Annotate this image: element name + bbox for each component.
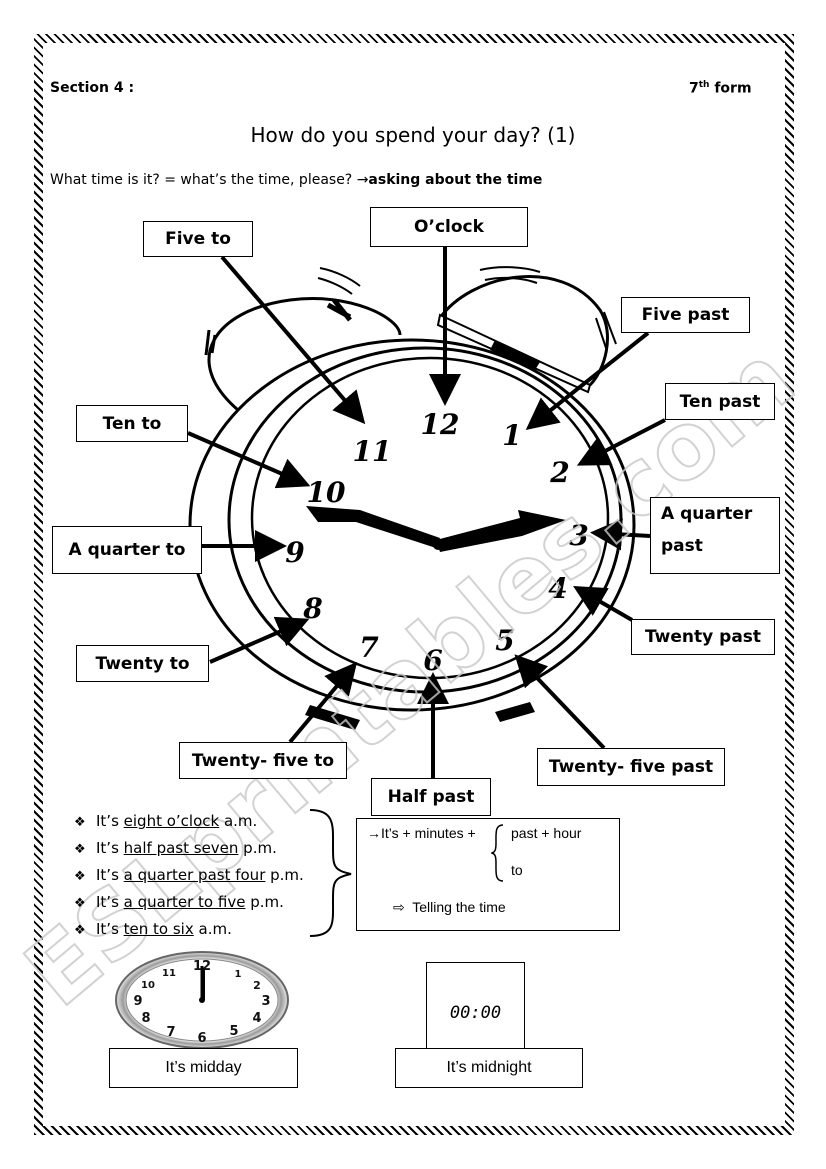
clock-number-3: 3: [569, 519, 588, 552]
hour-hand: [306, 506, 440, 548]
label-quarter-past-line2: past: [661, 536, 703, 556]
clock-number-4: 4: [548, 572, 567, 605]
clock-number-5: 5: [495, 624, 514, 657]
subtitle-note: asking about the time: [368, 172, 543, 188]
diamond-bullet-icon: ❖: [74, 896, 86, 911]
label-twenty-to: Twenty to: [76, 645, 209, 682]
label-quarter-past-line1: A quarter: [661, 504, 753, 524]
diamond-bullet-icon: ❖: [74, 869, 86, 884]
midday-clock: 12 1 2 3 4 5 6 7 8 9 10 11: [115, 951, 289, 1049]
time-rule-box: →It’s + minutes + past + hour to ⇨ Telli…: [356, 818, 620, 931]
rule-caption: ⇨ Telling the time: [393, 899, 506, 915]
digital-time: 00:00: [449, 1003, 502, 1023]
list-item: ❖It’s ten to six a.m.: [74, 916, 304, 943]
right-arrow-icon: →: [356, 172, 369, 188]
small-clock-number-11: 11: [162, 968, 176, 979]
list-item: ❖It’s eight o’clock a.m.: [74, 808, 304, 835]
label-twenty-five-past: Twenty- five past: [537, 748, 725, 786]
list-item: ❖It’s a quarter past four p.m.: [74, 862, 304, 889]
clock-number-1: 1: [502, 419, 521, 452]
left-bell: [207, 297, 402, 412]
form-word: form: [714, 80, 752, 97]
clock-number-12: 12: [421, 408, 460, 441]
small-clock-number-9: 9: [133, 994, 142, 1009]
clock-number-6: 6: [423, 644, 442, 677]
section-label: Section 4 :: [50, 80, 135, 96]
subtitle: What time is it? = what’s the time, plea…: [50, 172, 542, 188]
small-clock-number-7: 7: [166, 1025, 175, 1040]
small-clock-number-5: 5: [229, 1024, 238, 1039]
rule-formula: →It’s + minutes +: [367, 825, 476, 841]
diamond-bullet-icon: ❖: [74, 842, 86, 857]
label-twenty-five-to: Twenty- five to: [179, 742, 347, 779]
form-number: 7: [689, 80, 699, 97]
label-five-to: Five to: [143, 221, 253, 257]
label-quarter-past: A quarter past: [650, 497, 780, 574]
examples-list: ❖It’s eight o’clock a.m. ❖It’s half past…: [74, 808, 304, 943]
clock-number-7: 7: [359, 631, 379, 664]
clock-number-9: 9: [285, 536, 304, 569]
curly-brace: [309, 809, 352, 937]
right-bell: [438, 275, 609, 387]
clock-number-11: 11: [353, 435, 392, 468]
form-label: 7th form: [689, 80, 752, 97]
hollow-arrow-icon: ⇨: [393, 899, 405, 915]
label-twenty-past: Twenty past: [631, 619, 775, 655]
rule-to: to: [511, 862, 523, 878]
list-item: ❖It’s half past seven p.m.: [74, 835, 304, 862]
label-ten-past: Ten past: [665, 383, 775, 420]
label-ten-to: Ten to: [76, 405, 188, 442]
small-clock-number-10: 10: [141, 980, 155, 991]
page-title: How do you spend your day? (1): [250, 123, 576, 147]
small-clock-number-6: 6: [197, 1031, 206, 1046]
small-clock-number-3: 3: [261, 994, 270, 1009]
list-item: ❖It’s a quarter to five p.m.: [74, 889, 304, 916]
midday-caption: It’s midday: [109, 1048, 298, 1088]
minute-hand: [436, 510, 566, 552]
small-clock-number-4: 4: [252, 1011, 261, 1026]
label-five-past: Five past: [621, 297, 750, 333]
left-bell-handle: [326, 298, 352, 322]
small-clock-number-8: 8: [141, 1011, 150, 1026]
form-superscript: th: [698, 80, 710, 90]
small-clock-number-2: 2: [253, 979, 261, 992]
label-half-past: Half past: [371, 778, 491, 816]
small-clock-number-1: 1: [235, 969, 242, 980]
rule-brace: [491, 824, 504, 882]
subtitle-question: What time is it? = what’s the time, plea…: [50, 172, 357, 188]
label-oclock: O’clock: [370, 207, 528, 247]
rule-past-hour: past + hour: [511, 825, 582, 841]
midnight-caption: It’s midnight: [395, 1048, 583, 1088]
clock-number-8: 8: [302, 592, 322, 625]
label-arrows: [187, 246, 666, 778]
diamond-bullet-icon: ❖: [74, 815, 86, 830]
clock-number-2: 2: [549, 456, 569, 489]
clock-number-10: 10: [307, 476, 346, 509]
diamond-bullet-icon: ❖: [74, 923, 86, 938]
label-quarter-to: A quarter to: [52, 526, 202, 574]
